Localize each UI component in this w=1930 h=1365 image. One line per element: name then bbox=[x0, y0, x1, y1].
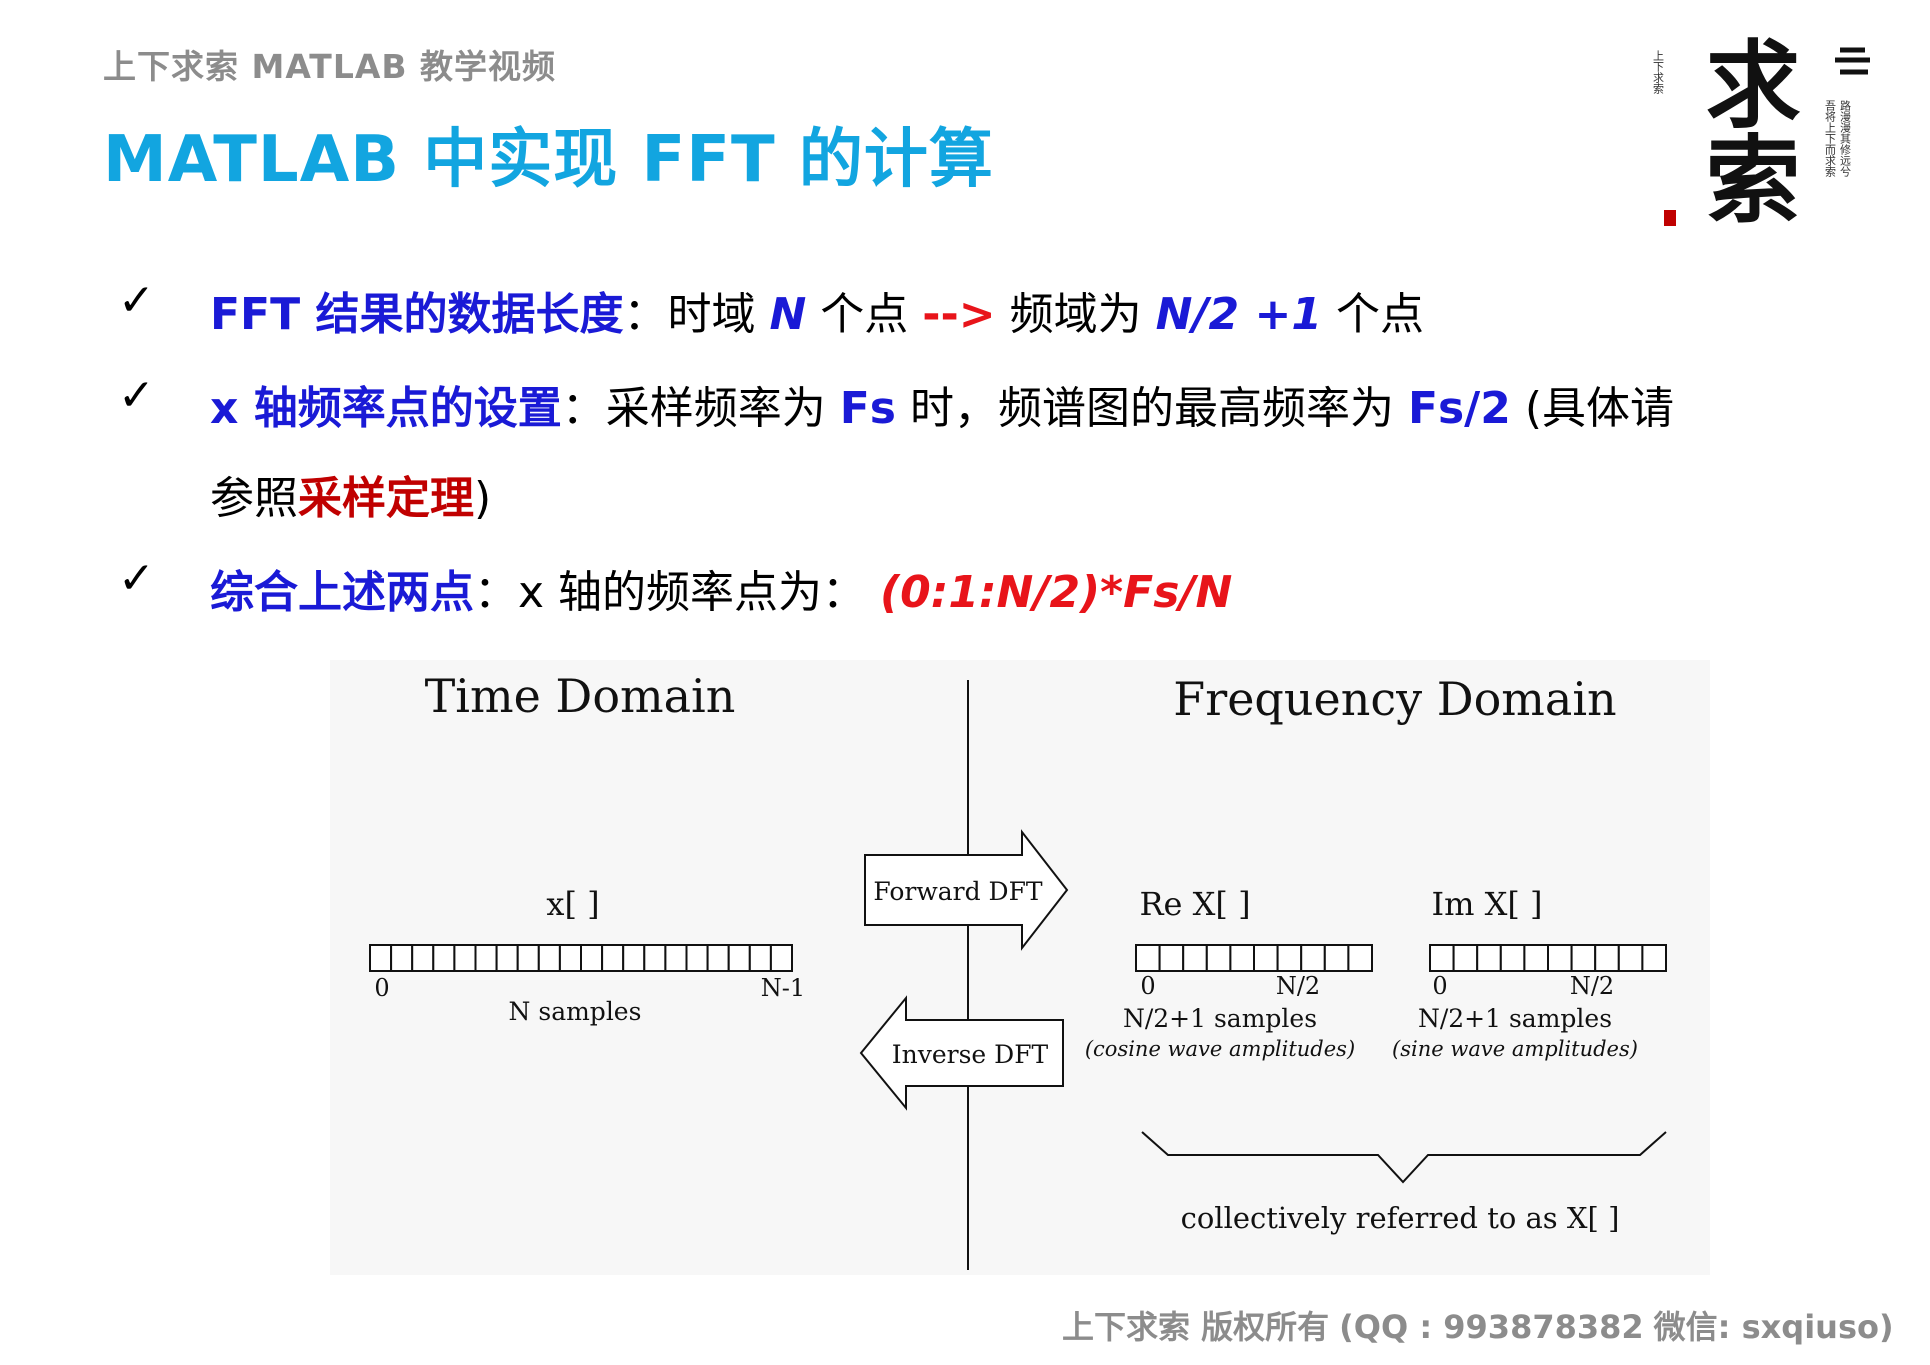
x-sample-array bbox=[369, 944, 793, 972]
inverse-dft-arrow bbox=[859, 995, 1064, 1111]
check-icon: ✓ bbox=[118, 275, 155, 326]
sample-cell bbox=[1429, 944, 1455, 972]
re-start-label: 0 bbox=[1140, 972, 1155, 1000]
sample-cell bbox=[1523, 944, 1550, 972]
logo-seal bbox=[1664, 210, 1676, 226]
sample-cell bbox=[1617, 944, 1644, 972]
sample-cell bbox=[1323, 944, 1350, 972]
sample-cell bbox=[1253, 944, 1279, 972]
time-domain-title: Time Domain bbox=[425, 669, 736, 723]
sample-cell bbox=[1476, 944, 1502, 972]
sample-cell bbox=[685, 944, 709, 972]
sample-cell bbox=[727, 944, 751, 972]
im-sample-array bbox=[1429, 944, 1668, 972]
sample-cell bbox=[516, 944, 540, 972]
sample-cell bbox=[495, 944, 519, 972]
sample-cell bbox=[411, 944, 435, 972]
sample-cell bbox=[1135, 944, 1161, 972]
footer-owner: 上下求索 版权所有 bbox=[1062, 1308, 1330, 1346]
sample-cell bbox=[1594, 944, 1620, 972]
x-samples-label: N samples bbox=[509, 997, 642, 1026]
sample-cell bbox=[1205, 944, 1232, 972]
sample-cell bbox=[664, 944, 688, 972]
sample-cell bbox=[1641, 944, 1668, 972]
bullet-x-axis-setting: x 轴频率点的设置：采样频率为 Fs 时，频谱图的最高频率为 Fs/2 (具体请 bbox=[210, 383, 1675, 434]
sample-cell bbox=[1229, 944, 1256, 972]
sample-cell bbox=[1158, 944, 1185, 972]
logo-side-text-3: 吾将上下而求索 bbox=[1824, 100, 1837, 177]
logo-mark-icon bbox=[1835, 47, 1870, 75]
calligraphy-logo: 求索 上下求索 路漫漫其修远兮 吾将上下而求索 bbox=[1640, 20, 1880, 270]
im-array-label: Im X[ ] bbox=[1431, 885, 1542, 923]
sample-cell bbox=[1300, 944, 1326, 972]
im-end-label: N/2 bbox=[1570, 972, 1614, 1000]
bullet-label: 综合上述两点 bbox=[210, 567, 474, 618]
x-end-label: N-1 bbox=[761, 974, 805, 1002]
sample-cell bbox=[601, 944, 625, 972]
sample-cell bbox=[769, 944, 793, 972]
slide-title: MATLAB 中实现 FFT 的计算 bbox=[103, 123, 994, 197]
sample-cell bbox=[390, 944, 414, 972]
re-sample-array bbox=[1135, 944, 1374, 972]
bullet-data-length: FFT 结果的数据长度：时域 N 个点 --> 频域为 N/2 +1 个点 bbox=[210, 289, 1424, 340]
logo-calligraphy-chars: 求索 bbox=[1690, 35, 1801, 225]
logo-side-text-2: 路漫漫其修远兮 bbox=[1839, 100, 1852, 177]
re-array-label: Re X[ ] bbox=[1139, 885, 1250, 923]
forward-dft-arrow bbox=[864, 829, 1069, 951]
bullet-x-axis-setting-line2: 参照采样定理) bbox=[210, 473, 492, 524]
frequency-formula: (0:1:N/2)*Fs/N bbox=[880, 567, 1233, 618]
dft-diagram: Time Domain Frequency Domain x[ ] 0 N-1 … bbox=[330, 660, 1710, 1275]
footer-qq: (QQ : 993878382 bbox=[1339, 1308, 1644, 1346]
sample-cell bbox=[1452, 944, 1479, 972]
check-icon: ✓ bbox=[118, 370, 155, 421]
bullet-summary: 综合上述两点：x 轴的频率点为： (0:1:N/2)*Fs/N bbox=[210, 567, 1233, 618]
sample-cell bbox=[1182, 944, 1208, 972]
check-icon: ✓ bbox=[118, 553, 155, 604]
collective-brace bbox=[1141, 1131, 1667, 1184]
sample-cell bbox=[706, 944, 730, 972]
x-array-label: x[ ] bbox=[546, 885, 599, 923]
re-desc-label: (cosine wave amplitudes) bbox=[1085, 1037, 1355, 1061]
sample-cell bbox=[643, 944, 667, 972]
sample-cell bbox=[622, 944, 646, 972]
x-start-label: 0 bbox=[374, 974, 389, 1002]
frequency-domain-title: Frequency Domain bbox=[1173, 672, 1616, 726]
sample-cell bbox=[1499, 944, 1526, 972]
sample-cell bbox=[1347, 944, 1374, 972]
im-start-label: 0 bbox=[1432, 972, 1447, 1000]
sample-cell bbox=[1547, 944, 1573, 972]
sample-cell bbox=[453, 944, 477, 972]
sample-cell bbox=[1570, 944, 1597, 972]
sample-cell bbox=[558, 944, 582, 972]
sample-cell bbox=[369, 944, 393, 972]
sampling-theorem-ref: 采样定理 bbox=[298, 473, 474, 524]
sample-cell bbox=[580, 944, 604, 972]
re-end-label: N/2 bbox=[1276, 972, 1320, 1000]
forward-dft-label: Forward DFT bbox=[873, 877, 1043, 906]
course-title: 上下求索 MATLAB 教学视频 bbox=[103, 47, 557, 86]
sample-cell bbox=[748, 944, 772, 972]
collective-label: collectively referred to as X[ ] bbox=[1181, 1201, 1620, 1235]
im-samples-label: N/2+1 samples bbox=[1418, 1004, 1612, 1033]
bullet-label: FFT 结果的数据长度 bbox=[210, 289, 624, 340]
sample-cell bbox=[537, 944, 561, 972]
logo-side-text-1: 上下求索 bbox=[1652, 50, 1665, 94]
footer-wechat: 微信: sxqiuso) bbox=[1653, 1308, 1894, 1346]
im-desc-label: (sine wave amplitudes) bbox=[1392, 1037, 1638, 1061]
sample-cell bbox=[1276, 944, 1303, 972]
sample-cell bbox=[474, 944, 498, 972]
sample-cell bbox=[432, 944, 456, 972]
bullet-label: x 轴频率点的设置 bbox=[210, 383, 562, 434]
re-samples-label: N/2+1 samples bbox=[1123, 1004, 1317, 1033]
inverse-dft-label: Inverse DFT bbox=[892, 1040, 1049, 1069]
